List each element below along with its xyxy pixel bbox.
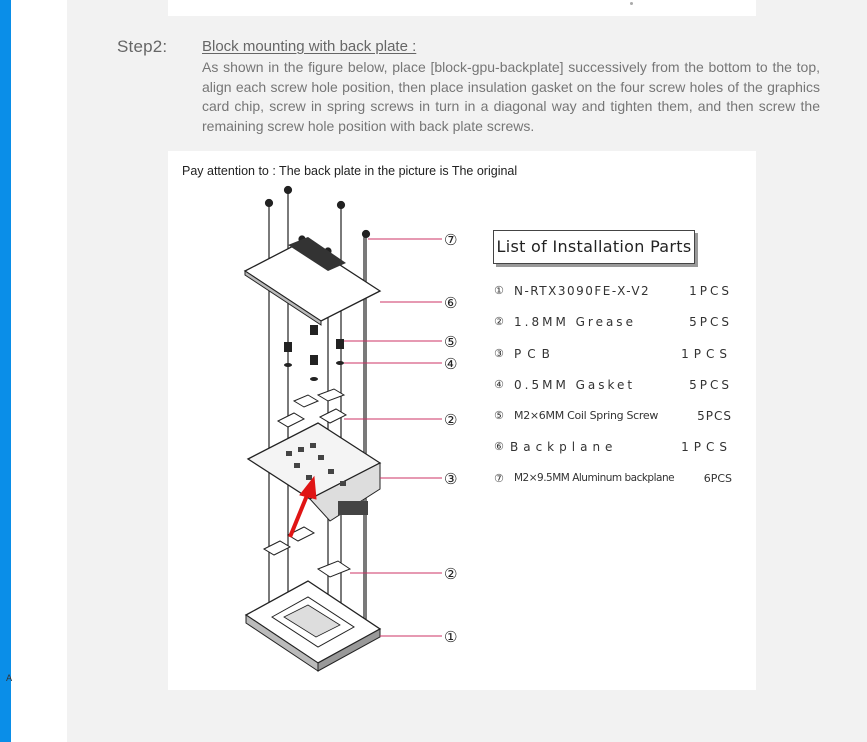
list-item: ② 1.8MM Grease 5PCS	[494, 313, 734, 344]
part-number: ③	[494, 346, 504, 360]
callout-6: ⑥	[444, 294, 457, 312]
part-number: ⑦	[494, 471, 504, 485]
step-label: Step2:	[117, 37, 168, 56]
list-item: ⑤ M2×6MM Coil Spring Screw 5PCS	[494, 407, 734, 438]
part-number: ⑥	[494, 440, 504, 454]
callout-5: ⑤	[444, 333, 457, 351]
part-name: PCB	[514, 346, 556, 361]
figure-note: Pay attention to : The back plate in the…	[182, 164, 518, 178]
callout-2-upper: ②	[444, 411, 457, 429]
callout-1: ①	[444, 628, 457, 646]
part-name: 1.8MM Grease	[514, 315, 636, 330]
part-name: Backplane	[510, 440, 618, 455]
list-item: ④ 0.5MM Gasket 5PCS	[494, 376, 734, 407]
parts-list-title: List of Installation Parts	[493, 230, 695, 264]
parts-list: ① N-RTX3090FE-X-V2 1PCS ② 1.8MM Grease 5…	[494, 282, 734, 501]
part-name: M2×6MM Coil Spring Screw	[514, 409, 659, 423]
list-item: ⑥ Backplane 1PCS	[494, 438, 734, 469]
previous-figure-box	[168, 0, 756, 16]
left-edge-bar	[0, 0, 11, 742]
callout-4: ④	[444, 355, 457, 373]
part-quantity: 1PCS	[681, 440, 732, 455]
part-number: ②	[494, 315, 504, 329]
part-name: N-RTX3090FE-X-V2	[514, 284, 651, 298]
left-edge-mark: A	[6, 674, 13, 684]
part-quantity: 1PCS	[681, 346, 732, 361]
part-number: ⑤	[494, 409, 504, 423]
part-number: ④	[494, 377, 504, 391]
part-number: ①	[494, 284, 504, 297]
list-item: ① N-RTX3090FE-X-V2 1PCS	[494, 282, 734, 313]
previous-figure-mark	[630, 2, 633, 5]
part-quantity: 5PCS	[689, 377, 732, 392]
part-name: 0.5MM Gasket	[514, 377, 636, 392]
list-item: ③ PCB 1PCS	[494, 345, 734, 376]
callout-7: ⑦	[444, 231, 457, 249]
step-title: Block mounting with back plate :	[202, 38, 417, 55]
exploded-assembly-diagram: ⑦ ⑥ ⑤ ④ ② ③ ② ①	[243, 185, 457, 672]
part-quantity: 5PCS	[697, 409, 732, 424]
step-description: As shown in the figure below, place [blo…	[202, 59, 820, 134]
callout-3: ③	[444, 470, 457, 488]
part-quantity: 1PCS	[689, 284, 732, 298]
callout-2-lower: ②	[444, 565, 457, 583]
part-quantity: 5PCS	[689, 315, 732, 330]
part-quantity: 6PCS	[703, 471, 732, 485]
part-name: M2×9.5MM Aluminum backplane	[514, 471, 675, 484]
installation-figure: ⑦ ⑥ ⑤ ④ ② ③ ② ① Pay attention to : The b…	[168, 151, 756, 690]
list-item: ⑦ M2×9.5MM Aluminum backplane 6PCS	[494, 470, 734, 501]
